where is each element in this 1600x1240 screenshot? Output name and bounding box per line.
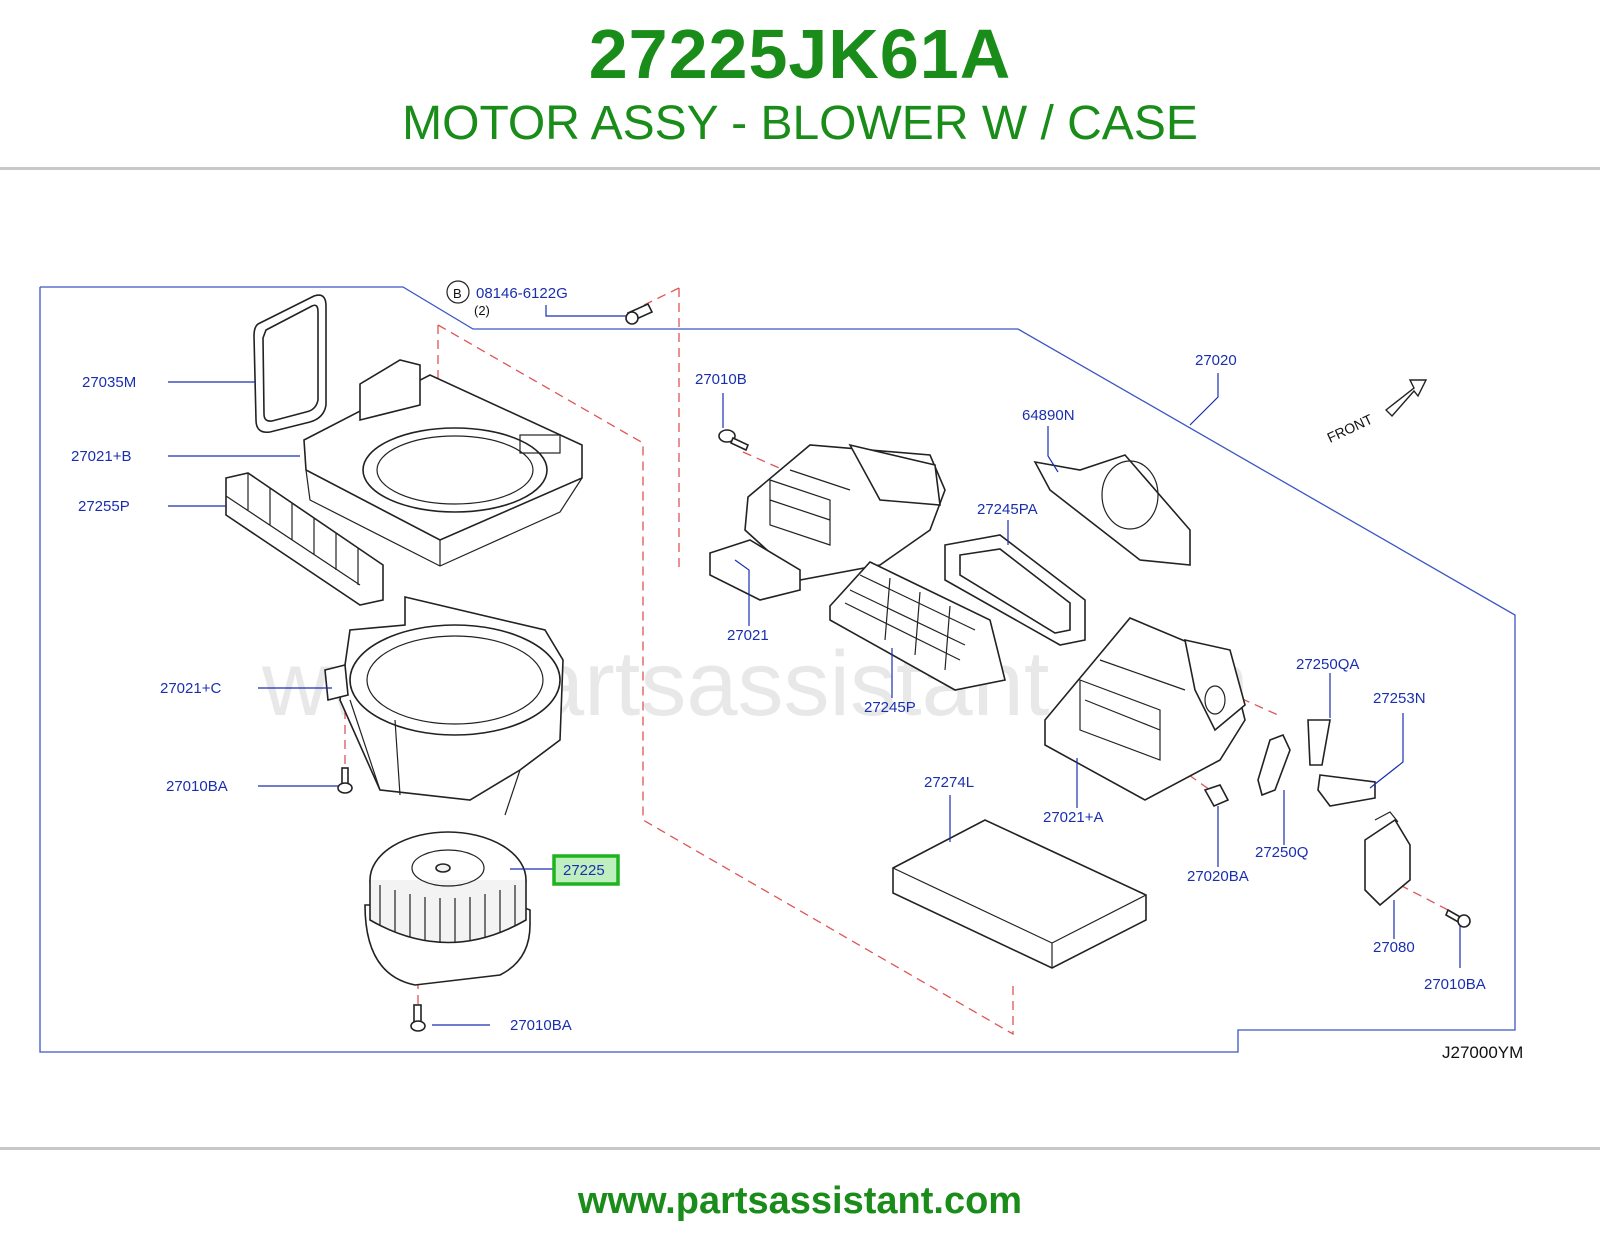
intake-grille-27255p [225, 472, 384, 606]
callout-27035m[interactable]: 27035M [82, 374, 136, 391]
callout-27021c[interactable]: 27021+C [160, 680, 221, 697]
callout-27021[interactable]: 27021 [727, 627, 769, 644]
callout-27010ba-left[interactable]: 27010BA [166, 778, 228, 795]
clip-27020ba [1203, 784, 1230, 808]
callout-quantity: (2) [474, 303, 490, 318]
callout-27250q[interactable]: 27250Q [1255, 844, 1308, 861]
exploded-parts-diagram: www.partsassistant.com [39, 280, 1523, 1062]
filter-block-27274l [892, 819, 1147, 969]
callout-27255p[interactable]: 27255P [78, 498, 130, 515]
callout-27020ba[interactable]: 27020BA [1187, 868, 1249, 885]
callout-27245p[interactable]: 27245P [864, 699, 916, 716]
assembly-frame [39, 286, 1516, 1053]
header: 27225JK61A MOTOR ASSY - BLOWER W / CASE [0, 0, 1600, 170]
lever-27253n [1317, 774, 1376, 807]
screw-27010ba-bottom [410, 1004, 426, 1032]
blower-housing-27021c [324, 595, 564, 816]
lever-27250qa [1307, 719, 1331, 766]
front-label: FRONT [1325, 411, 1376, 446]
highlight-box-27225 [552, 854, 620, 886]
screw-27010ba-right [1444, 908, 1471, 928]
callout-27010b[interactable]: 27010B [695, 371, 747, 388]
main-case-27021a [1044, 617, 1246, 801]
callout-27021a[interactable]: 27021+A [1043, 809, 1103, 826]
intake-case-27021b [303, 359, 583, 567]
intake-unit-27021 [709, 443, 946, 601]
callout-08146-6122g[interactable]: 08146-6122G [476, 285, 568, 302]
filter-27245p [829, 561, 1006, 691]
callout-27225[interactable]: 27225 [563, 862, 605, 879]
front-direction-arrow-icon [1384, 379, 1428, 418]
resistor-27080 [1364, 811, 1411, 907]
callout-27080[interactable]: 27080 [1373, 939, 1415, 956]
duct-64890n [1033, 454, 1191, 566]
header-divider [0, 167, 1600, 170]
callout-27274l[interactable]: 27274L [924, 774, 974, 791]
blower-motor-27225 [364, 831, 531, 986]
circled-b-marker [446, 280, 470, 304]
link-27250q [1257, 733, 1291, 797]
marker-letter: B [453, 286, 462, 301]
leader-lines [168, 305, 1461, 1026]
callout-27010ba-right[interactable]: 27010BA [1424, 976, 1486, 993]
footer-website-link[interactable]: www.partsassistant.com [577, 1180, 1023, 1222]
callout-27021b[interactable]: 27021+B [71, 448, 131, 465]
callout-27245pa[interactable]: 27245PA [977, 501, 1038, 518]
callout-27250qa[interactable]: 27250QA [1296, 656, 1359, 673]
screw-27010b [718, 429, 750, 452]
part-description: MOTOR ASSY - BLOWER W / CASE [402, 97, 1198, 150]
callout-27253n[interactable]: 27253N [1373, 690, 1426, 707]
diagram-reference-code: J27000YM [1442, 1043, 1523, 1062]
callout-27010ba-bottom[interactable]: 27010BA [510, 1017, 572, 1034]
part-number-title: 27225JK61A [588, 15, 1012, 93]
screw-27010ba-left [337, 767, 353, 794]
screw-08146 [625, 302, 654, 325]
gasket-27035m [253, 294, 327, 434]
callout-64890n[interactable]: 64890N [1022, 407, 1075, 424]
callout-27020[interactable]: 27020 [1195, 352, 1237, 369]
footer-divider [0, 1147, 1600, 1150]
filter-27245pa [944, 534, 1086, 646]
